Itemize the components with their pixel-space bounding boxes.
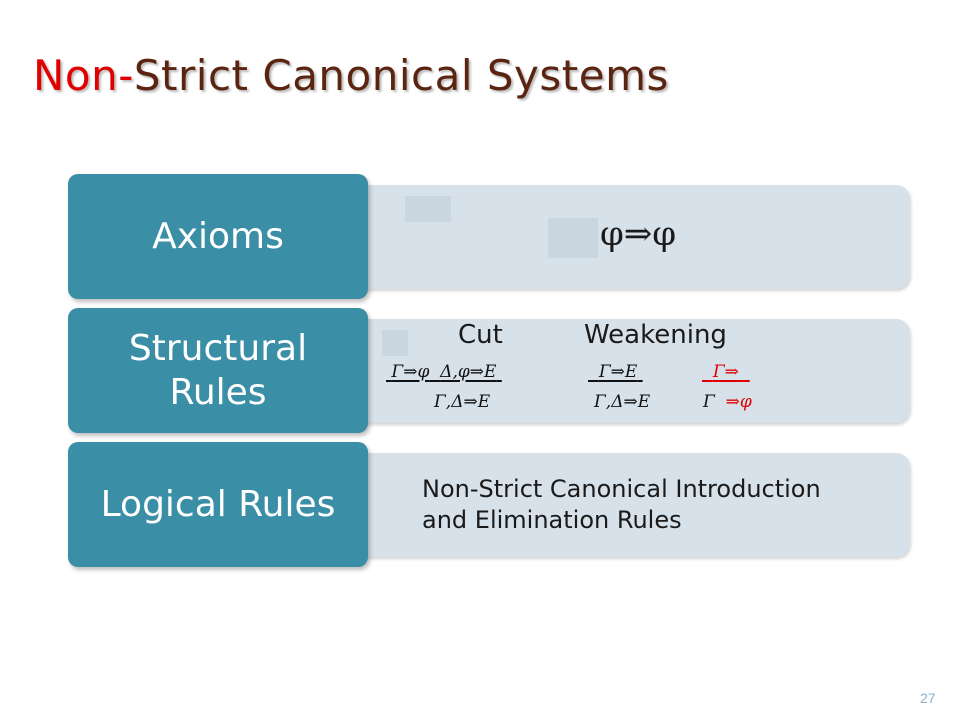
weakening-2-premise: Γ⇒ xyxy=(712,362,739,382)
axioms-label: Axioms xyxy=(68,174,368,299)
weakening-heading: Weakening xyxy=(584,320,727,350)
weakening-1-conclusion: Γ,Δ⇒E xyxy=(594,392,651,412)
structural-rules-label: Structural Rules xyxy=(68,308,368,433)
logical-rules-line-2: and Elimination Rules xyxy=(422,506,682,534)
page-number: 27 xyxy=(920,690,936,706)
title-main: Strict Canonical Systems xyxy=(133,51,669,100)
logical-rules-text: Non-Strict Canonical Introduction and El… xyxy=(422,474,821,536)
decorative-square xyxy=(548,218,598,258)
logical-rules-label: Logical Rules xyxy=(68,442,368,567)
cut-conclusion: Γ,Δ⇒E xyxy=(434,392,491,412)
weakening-1-premise: Γ⇒E xyxy=(598,362,638,382)
slide-title: Non-Strict Canonical Systems xyxy=(33,50,669,102)
logical-rules-panel xyxy=(340,453,910,557)
decorative-square xyxy=(382,330,408,356)
structural-rules-panel xyxy=(340,319,910,423)
logical-rules-line-1: Non-Strict Canonical Introduction xyxy=(422,475,821,503)
axiom-formula: φ⇒φ xyxy=(600,214,677,254)
decorative-square xyxy=(405,196,451,222)
cut-heading: Cut xyxy=(458,320,503,350)
title-prefix: Non- xyxy=(33,51,134,100)
cut-premise-left: Γ⇒φ xyxy=(391,362,430,382)
weakening-2-conclusion: Γ ⇒φ xyxy=(703,392,752,412)
cut-premises: Γ⇒φ Δ,φ⇒E xyxy=(386,362,502,382)
cut-premise-right: Δ,φ⇒E xyxy=(440,362,497,382)
